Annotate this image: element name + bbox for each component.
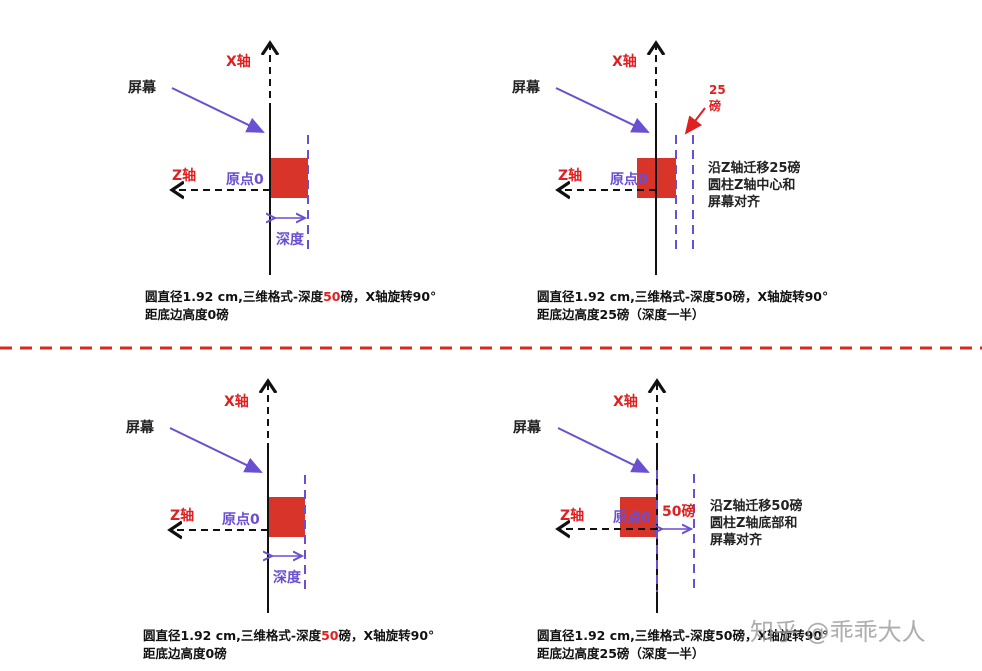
- caption-line-2: 距底边高度25磅（深度一半）: [537, 646, 704, 661]
- cylinder: [269, 497, 305, 537]
- screen-pointer-arrow: [169, 427, 263, 473]
- screen-label: 屏幕: [513, 419, 542, 436]
- x-axis-label: X轴: [226, 53, 251, 70]
- origin-label: 原点0: [222, 511, 260, 528]
- origin-label: 原点0: [226, 171, 264, 188]
- panel-top-right: X轴 屏幕 Z轴 原点0 25 磅 沿Z轴迁移25磅 圆柱Z轴中心和 屏幕对齐 …: [512, 45, 828, 322]
- cylinder: [620, 497, 657, 537]
- note-line-2: 圆柱Z轴中心和: [708, 177, 795, 193]
- caption-line-2: 距底边高度0磅: [143, 646, 227, 661]
- panel-bottom-right: X轴 屏幕 Z轴 原点0 50磅 沿Z轴迁移50磅 圆柱Z轴底部和 屏幕对齐 圆…: [513, 383, 828, 661]
- offset-arrow: [684, 107, 706, 135]
- screen-label: 屏幕: [126, 419, 155, 436]
- z-axis-label: Z轴: [172, 167, 196, 184]
- caption-line-1: 圆直径1.92 cm,三维格式-深度50磅，X轴旋转90°: [143, 628, 434, 643]
- x-axis-label: X轴: [612, 53, 637, 70]
- screen-pointer-arrow: [171, 87, 265, 133]
- screen-label: 屏幕: [128, 79, 157, 96]
- note-line-3: 屏幕对齐: [708, 194, 761, 210]
- screen-pointer-arrow: [555, 87, 650, 133]
- note-line-3: 屏幕对齐: [710, 532, 763, 548]
- depth-label: 深度: [276, 231, 305, 248]
- panel-bottom-left: X轴 屏幕 Z轴 原点0 深度 圆直径1.92 cm,三维格式-深度50磅，X轴…: [126, 383, 434, 661]
- offset-unit: 磅: [709, 98, 721, 113]
- screen-label: 屏幕: [512, 79, 541, 96]
- z-axis-label: Z轴: [558, 167, 582, 184]
- note-line-2: 圆柱Z轴底部和: [710, 515, 797, 531]
- z-axis-label: Z轴: [560, 507, 584, 524]
- note-line-1: 沿Z轴迁移50磅: [710, 498, 803, 514]
- note-line-1: 沿Z轴迁移25磅: [708, 160, 801, 176]
- caption-line-1: 圆直径1.92 cm,三维格式-深度50磅，X轴旋转90°: [537, 289, 828, 304]
- origin-label: 原点0: [613, 509, 651, 526]
- origin-label: 原点0: [610, 171, 648, 188]
- caption-line-1: 圆直径1.92 cm,三维格式-深度50磅，X轴旋转90°: [145, 289, 436, 304]
- cylinder: [271, 158, 308, 198]
- z-axis-label: Z轴: [170, 507, 194, 524]
- panel-top-left: X轴 屏幕 Z轴 原点0 深度 圆直径1.92 cm,三维格式-深度50磅，X轴…: [128, 45, 436, 322]
- caption-line-2: 距底边高度25磅（深度一半）: [537, 307, 704, 322]
- watermark: 知乎 @乖乖大人: [750, 618, 926, 646]
- x-axis-label: X轴: [224, 393, 249, 410]
- offset-label: 50磅: [662, 503, 695, 520]
- caption-line-1: 圆直径1.92 cm,三维格式-深度50磅，X轴旋转90°: [537, 628, 828, 643]
- caption-line-2: 距底边高度0磅: [145, 307, 229, 322]
- screen-pointer-arrow: [557, 427, 650, 473]
- x-axis-label: X轴: [613, 393, 638, 410]
- offset-number: 25: [709, 83, 726, 97]
- depth-label: 深度: [273, 569, 302, 586]
